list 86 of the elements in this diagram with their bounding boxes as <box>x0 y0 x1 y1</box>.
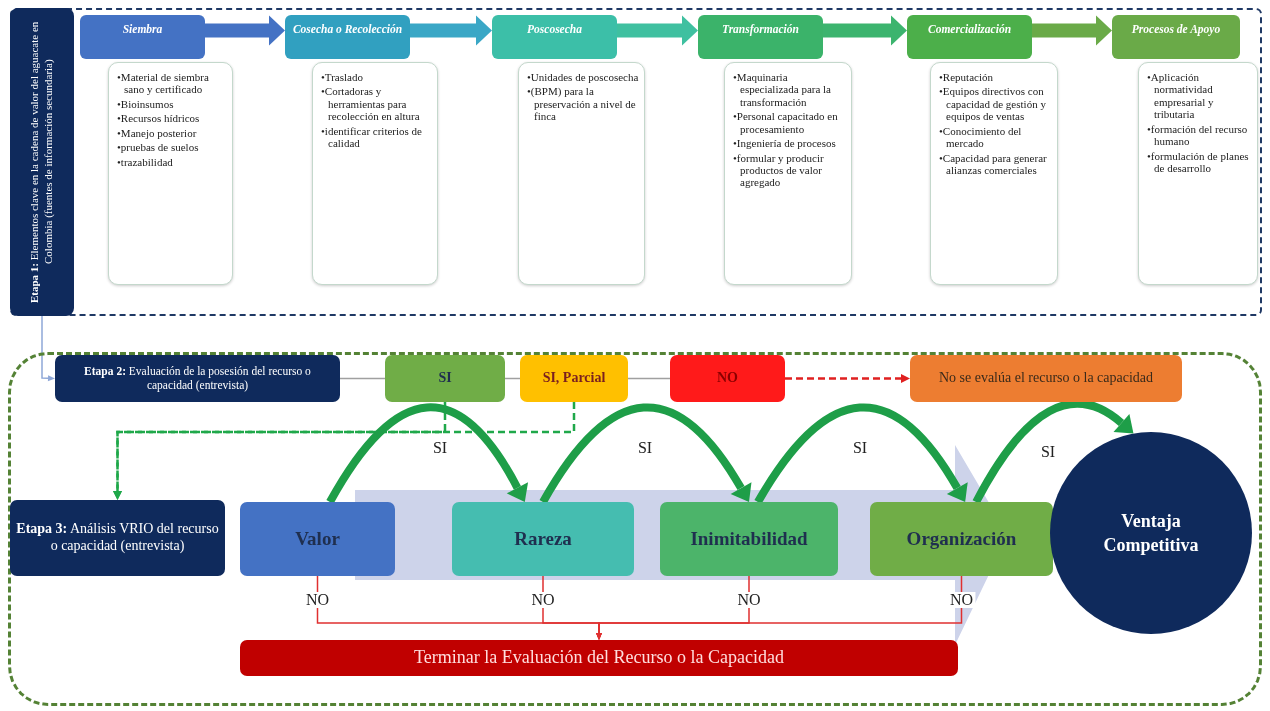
bullet-item: •Ingeniería de procesos <box>733 137 837 150</box>
criterion-label: Rareza <box>514 527 572 551</box>
stage-title: Cosecha o Recolección <box>292 23 403 37</box>
stage-card <box>1138 62 1258 285</box>
stage-title: Poscosecha <box>527 23 582 37</box>
bullet-item: •formular y producir productos de valor agregado <box>733 151 825 189</box>
stage-title: Transformación <box>722 23 799 37</box>
dashed-frame <box>10 8 1262 316</box>
stage-card <box>108 62 233 285</box>
criterion-label: Organización <box>906 527 1017 551</box>
stage-header <box>492 15 617 59</box>
curved-arrow <box>754 403 968 505</box>
answer-box <box>385 355 505 402</box>
stage-text: Etapa 1: Elementos clave en la cadena de valor del aguacate en Colombia (fuentes de información secundaria) <box>28 20 55 305</box>
answer-text: SI, Parcial <box>542 370 606 387</box>
criterion-box <box>870 502 1053 576</box>
criterion-label: Inimitabilidad <box>690 527 808 551</box>
arrow <box>205 15 285 46</box>
answer-text: SI <box>438 370 452 387</box>
end-box <box>240 640 958 676</box>
bullet-item: •Cortadoras y herramientas para recolección en altura <box>321 85 421 123</box>
bullet-item: •Equipos directivos con capacidad de gestión y equipos de ventas <box>939 85 1047 123</box>
stage-band <box>10 8 74 316</box>
bullet-item: •Maquinaria especializada para la transformación <box>733 71 832 109</box>
bullet-item: •Traslado <box>321 71 364 84</box>
answer-box <box>670 355 785 402</box>
edge-label: NO <box>947 592 976 608</box>
result-text: Ventaja Competitiva <box>1102 509 1200 557</box>
curved-arrow <box>539 403 752 505</box>
bullet-item: •identificar criterios de calidad <box>321 124 423 150</box>
criterion-label: Valor <box>295 527 340 551</box>
bullet-item: •trazabilidad <box>117 155 174 168</box>
bullet-item: •Manejo posterior <box>117 126 198 140</box>
criterion-box <box>452 502 634 576</box>
stage-header <box>80 15 205 59</box>
dashed-frame <box>8 352 1262 706</box>
stage-text: Etapa 3: Análisis VRIO del recurso o capacidad (entrevista) <box>16 521 219 555</box>
stage-title: Siembra <box>122 23 163 37</box>
edge-label: NO <box>529 592 557 608</box>
stage-header <box>1112 15 1240 59</box>
stage-header <box>285 15 410 59</box>
bullet-item: •formulación de planes de desarrollo <box>1147 149 1250 175</box>
arrow <box>596 575 963 640</box>
result-text: No se evalúa el recurso o la capacidad <box>938 370 1154 387</box>
stage-card <box>312 62 438 285</box>
connector-line <box>627 377 671 380</box>
stage-header <box>698 15 823 59</box>
arrow <box>617 15 698 46</box>
answer-box <box>520 355 628 402</box>
edge-label: NO <box>735 592 763 608</box>
stage-text: Etapa 2: Evaluación de la posesión del recurso o capacidad (entrevista) <box>83 364 312 393</box>
bullet-item: •Aplicación normatividad empresarial y tributaria <box>1147 71 1215 121</box>
bullet-item: •Personal capacitado en procesamiento <box>733 110 839 136</box>
stage-title: Procesos de Apoyo <box>1131 23 1221 37</box>
criterion-box <box>660 502 838 576</box>
arrow <box>1032 15 1112 46</box>
result-box <box>910 355 1182 402</box>
bullet-item: •Material de siembra sano y certificado <box>117 71 210 96</box>
stage-box <box>55 355 340 402</box>
arrow <box>113 402 576 500</box>
arrow <box>41 315 55 382</box>
bullet-item: •Recursos hídricos <box>117 112 201 125</box>
end-text: Terminar la Evaluación del Recurso o la Capacidad <box>413 647 785 669</box>
stage-header <box>907 15 1032 59</box>
bullet-item: •Bioinsumos <box>117 97 175 111</box>
stage-card <box>930 62 1058 285</box>
bullet-item: •Capacidad para generar alianzas comerciales <box>939 151 1048 177</box>
stage-box <box>10 500 225 576</box>
stage-card <box>518 62 645 285</box>
edge-label: NO <box>303 592 332 608</box>
bullet-item: •Unidades de poscosecha <box>527 71 639 84</box>
bullet-item: •pruebas de suelos <box>117 141 200 154</box>
bullet-item: •(BPM) para la preservación a nivel de finca <box>527 85 637 123</box>
answer-text: NO <box>717 370 738 387</box>
curved-arrow <box>326 403 528 505</box>
bullet-item: •Reputación <box>939 71 994 84</box>
bullet-item: •Conocimiento del mercado <box>939 124 1023 150</box>
arrow <box>823 15 907 46</box>
criterion-box <box>240 502 395 576</box>
stage-card <box>724 62 852 285</box>
arrow <box>410 15 492 46</box>
connector-line <box>339 377 386 380</box>
stage-title: Comercialización <box>927 23 1012 37</box>
arrow <box>785 374 910 383</box>
curved-arrow <box>972 399 1135 504</box>
bullet-item: •formación del recurso humano <box>1147 122 1249 148</box>
